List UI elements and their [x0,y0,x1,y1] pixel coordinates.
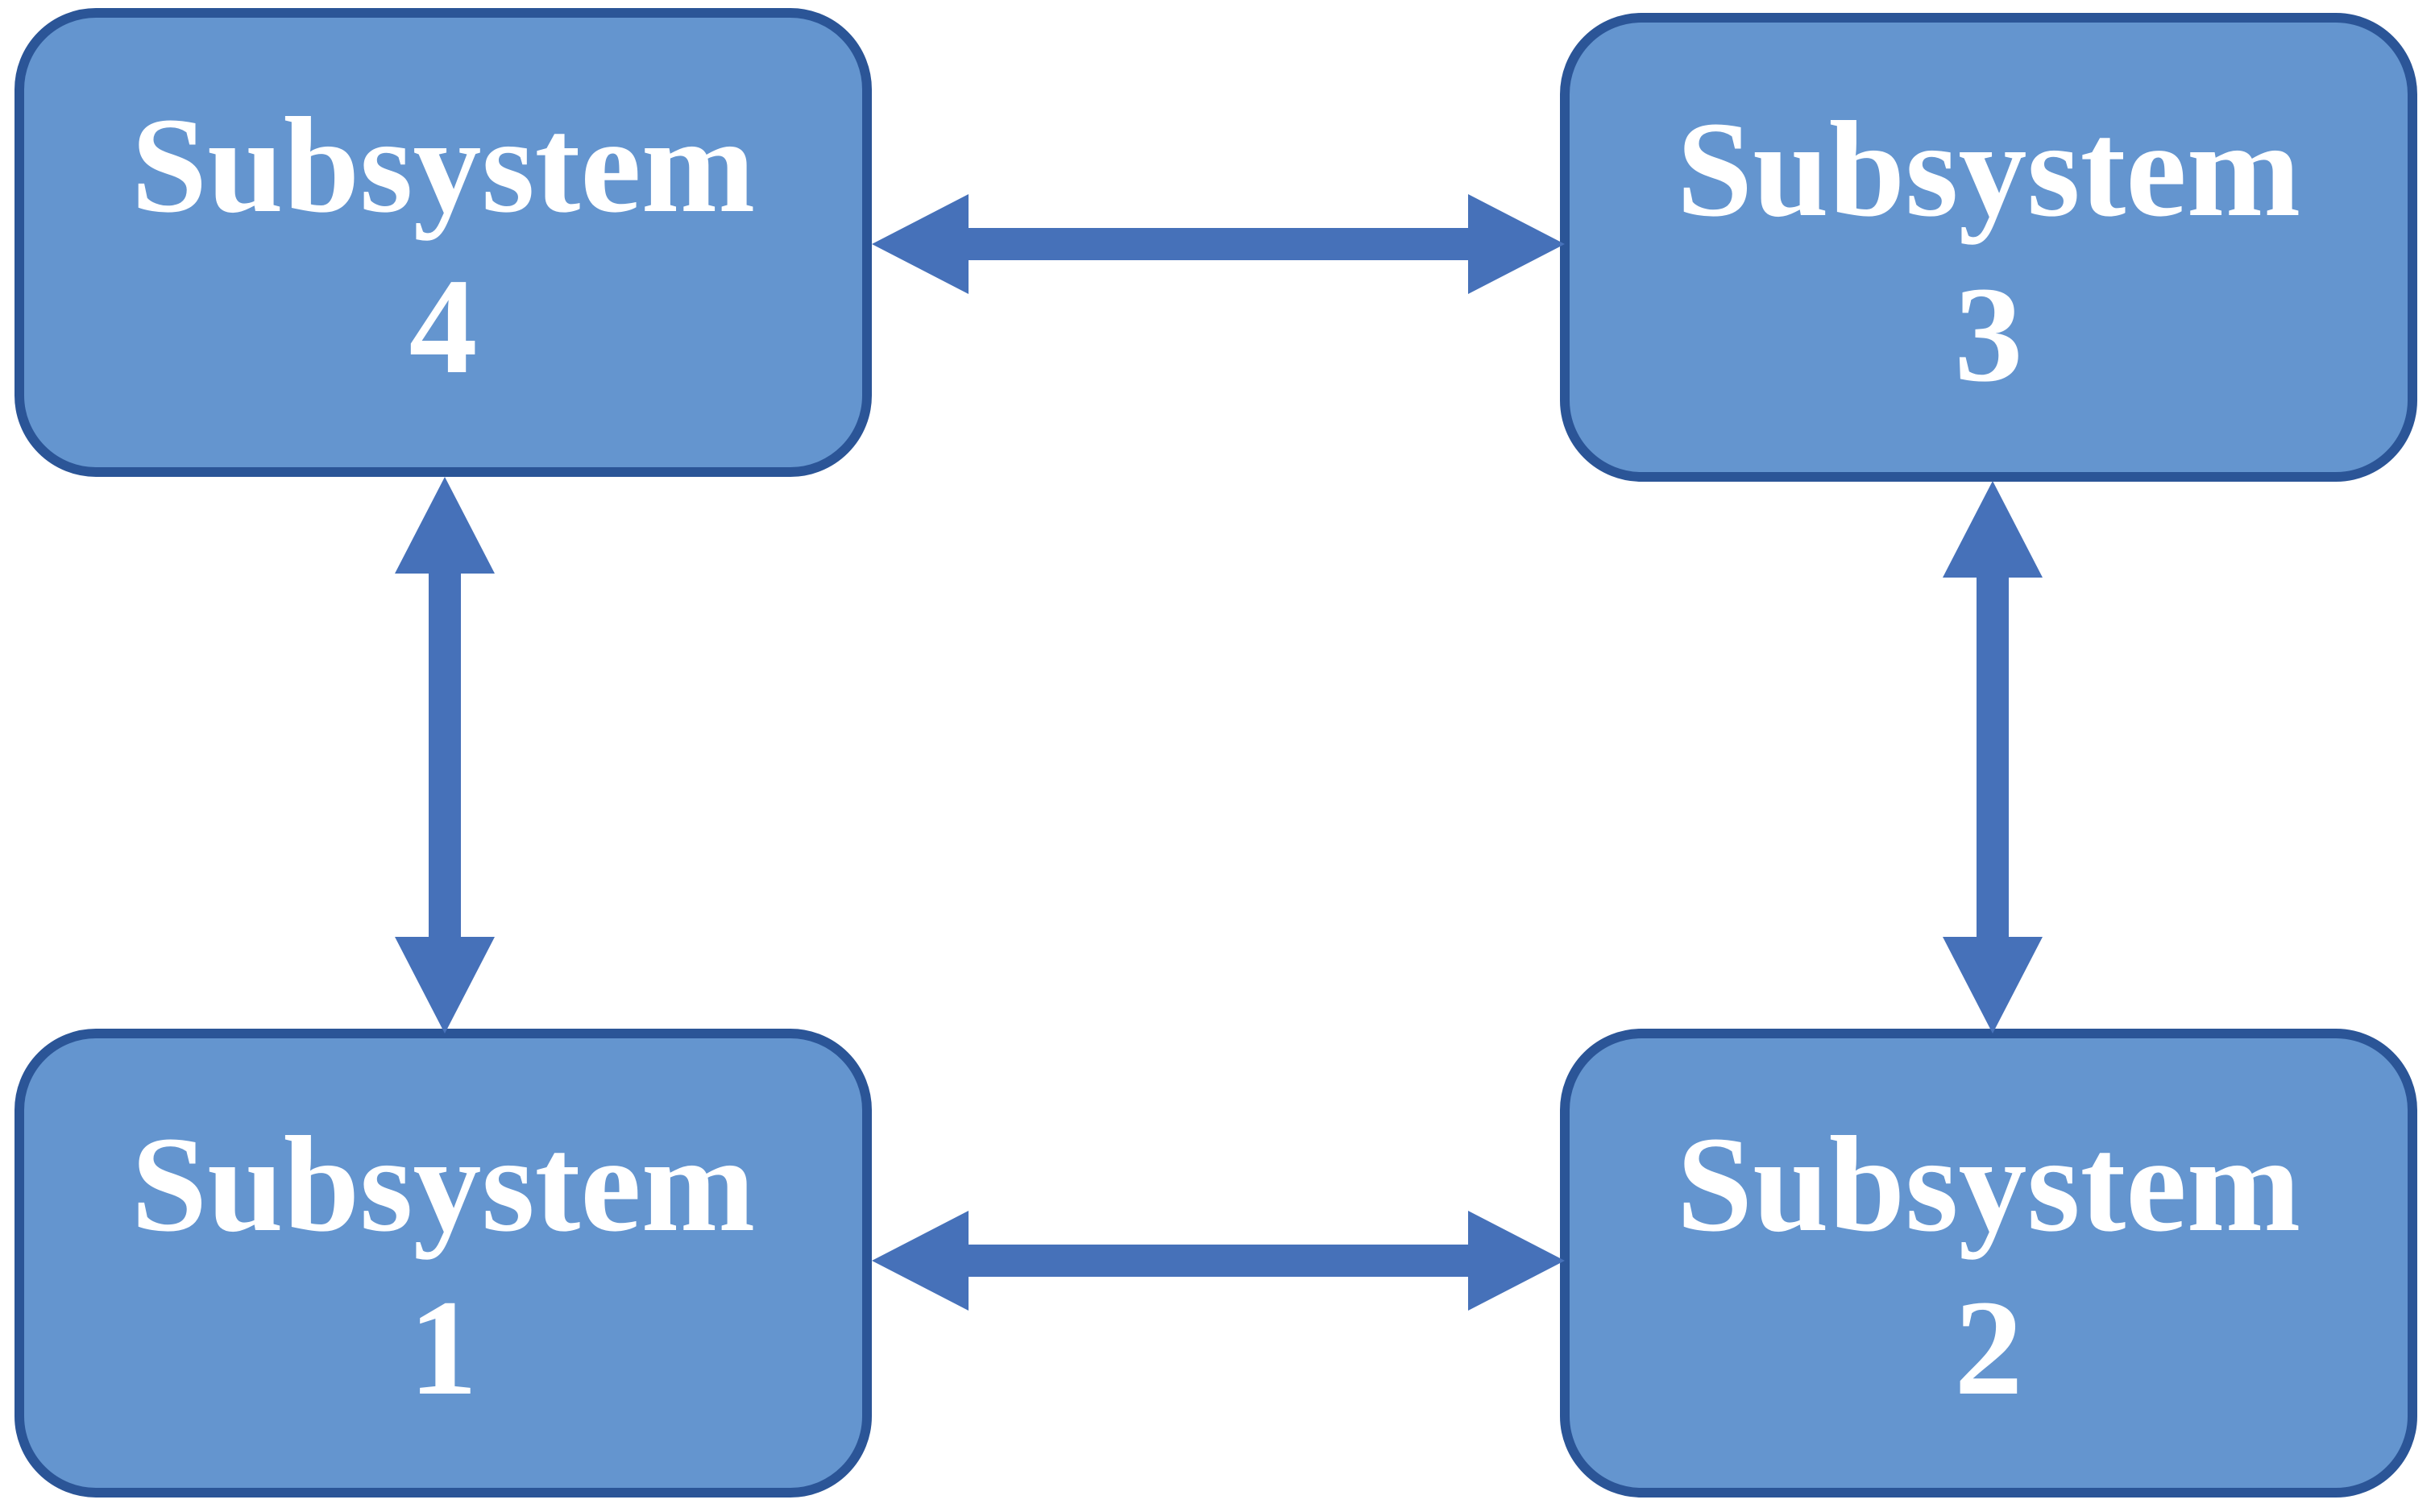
subsystem-2-box-shape [1560,1029,2417,1498]
subsystem-4-box: Subsystem 4 [15,8,872,477]
subsystem-2-label-line2: 2 [1955,1272,2023,1423]
subsystem-1-box-shape [15,1029,872,1498]
subsystem-4-box-shape [15,8,872,477]
arrow-subsystem1-subsystem2 [872,1211,1565,1311]
subsystem-1-box: Subsystem 1 [15,1029,872,1498]
subsystem-3-label-line2: 3 [1955,259,2023,410]
subsystem-4-label-line1: Subsystem [131,89,756,241]
subsystem-1-label-line1: Subsystem [131,1108,756,1260]
arrow-subsystem4-subsystem1 [395,477,495,1034]
subsystem-3-box: Subsystem 3 [1560,13,2417,482]
subsystem-2-box: Subsystem 2 [1560,1029,2417,1498]
subsystem-4-label-line2: 4 [409,251,478,402]
arrow-subsystem3-subsystem2 [1943,481,2043,1034]
subsystem-2-label-line1: Subsystem [1677,1108,2301,1260]
subsystem-3-box-shape [1560,13,2417,482]
subsystem-1-label-line2: 1 [409,1272,478,1423]
subsystem-3-label-line1: Subsystem [1677,93,2301,245]
arrow-subsystem4-subsystem3 [872,194,1565,294]
